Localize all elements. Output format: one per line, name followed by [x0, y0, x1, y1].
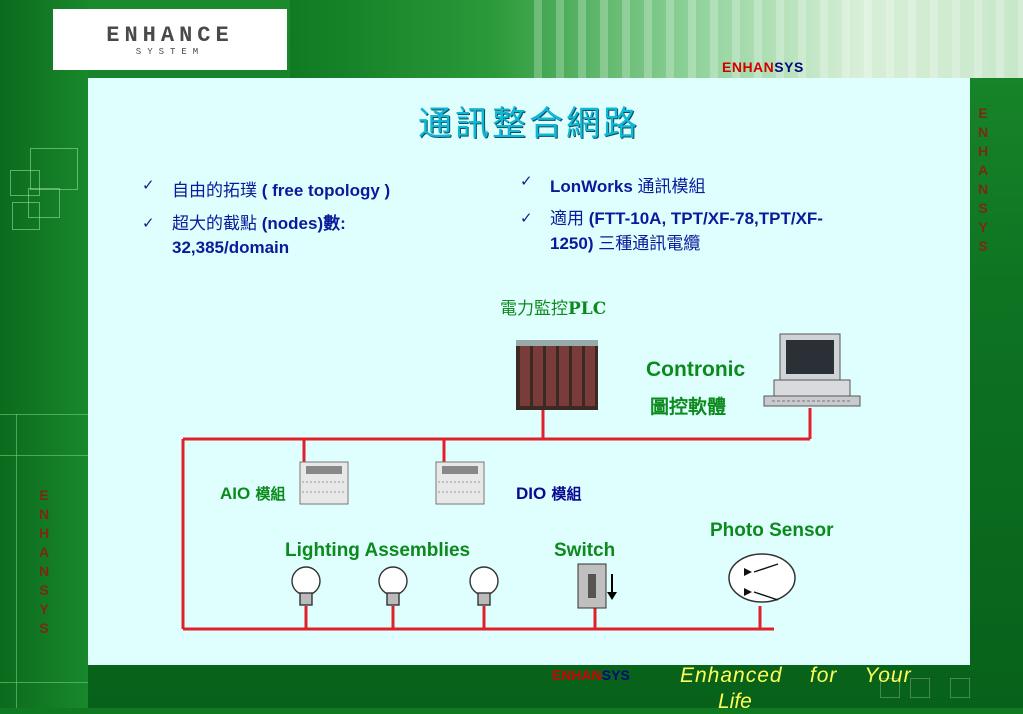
left-bullet-1: ✓ 自由的拓璞 ( free topology ) — [142, 176, 502, 201]
check-icon: ✓ — [142, 215, 155, 232]
letter: N — [977, 124, 989, 140]
footer-brand-part2: SYS — [601, 667, 630, 683]
slide-title: 通訊整合網路 — [418, 104, 640, 144]
plc-label: 電力監控PLC — [500, 294, 606, 319]
right-bullet-2: ✓ 適用 (FTT-10A, TPT/XF-78,TPT/XF- 1250) 三… — [520, 206, 960, 256]
lighting-label: Lighting Assemblies — [285, 540, 471, 561]
letter: N — [38, 506, 50, 522]
bus-lines — [181, 408, 812, 631]
dio-module-icon — [435, 461, 485, 505]
skyline-decor — [520, 0, 1023, 78]
check-icon: ✓ — [142, 177, 155, 194]
footer-decor — [910, 678, 930, 698]
lamps — [291, 566, 499, 606]
letter: N — [977, 181, 989, 197]
vertical-brand-right: E N H A N S Y S — [973, 104, 993, 256]
lightbulb-icon — [469, 566, 499, 606]
decor-square — [10, 170, 40, 196]
aio-label-bold: AIO — [220, 484, 251, 503]
letter: S — [978, 238, 988, 254]
letter: E — [39, 487, 49, 503]
slide-content: 通訊整合網路 ✓ 自由的拓璞 ( free topology ) ✓ 超大的截點… — [88, 78, 970, 665]
lightbulb-icon — [378, 566, 408, 606]
letter: Y — [978, 219, 988, 235]
lightbulb-icon — [291, 566, 321, 606]
bullet-bold: (nodes)數: — [261, 214, 346, 233]
letter: A — [977, 162, 989, 178]
right-bullet-1: ✓ LonWorks 通訊模組 — [520, 172, 950, 197]
decor-square — [30, 148, 78, 190]
panel-line — [0, 455, 88, 456]
contronic-label: Contronic — [646, 358, 746, 381]
aio-module-icon — [299, 461, 349, 505]
letter: A — [38, 544, 50, 560]
plc-label-text: 電力監控 — [500, 299, 568, 319]
photo-sensor-label: Photo Sensor — [710, 520, 834, 541]
logo-main-text: ENHANCE — [106, 23, 234, 48]
aio-label: AIO 模組 — [220, 483, 285, 504]
network-diagram — [181, 333, 861, 631]
letter: H — [977, 143, 989, 159]
left-bullet-2: ✓ 超大的截點 (nodes)數: 32,385/domain — [142, 212, 502, 260]
bullet-bold: LonWorks — [550, 177, 633, 196]
letter: E — [978, 105, 988, 121]
footer-brand-part1: ENHAN — [552, 667, 602, 683]
plc-label-bold: PLC — [568, 299, 607, 319]
letter: H — [38, 525, 50, 541]
plc-icon — [516, 340, 598, 410]
panel-line — [0, 682, 88, 683]
footer-decor — [880, 678, 900, 698]
bullet-line2-text: 三種通訊電纜 — [593, 234, 701, 253]
computer-icon — [763, 333, 861, 407]
photo-sensor-icon — [728, 553, 796, 603]
footer-decor — [950, 678, 970, 698]
check-icon: ✓ — [520, 173, 533, 190]
panel-vline — [16, 414, 17, 708]
dio-label-bold: DIO — [516, 484, 547, 503]
company-logo: ENHANCE SYSTEM — [53, 9, 287, 70]
footer-brand: ENHANSYS — [552, 667, 630, 683]
brand-part1: ENHAN — [722, 59, 775, 75]
header-strip — [290, 0, 1023, 78]
dio-label-text: 模組 — [546, 485, 582, 503]
letter: S — [978, 200, 988, 216]
vertical-brand-left: E N H A N S Y S — [34, 486, 54, 638]
decor-square — [12, 202, 40, 230]
bullet-line2: 32,385/domain — [172, 238, 290, 257]
brand-top: ENHANSYS — [722, 59, 804, 75]
aio-label-text: 模組 — [250, 485, 286, 503]
bullet-text: 超大的截點 — [172, 214, 262, 233]
left-panel — [0, 0, 88, 708]
bullet-bold: ( free topology ) — [261, 181, 391, 200]
letter: S — [39, 620, 49, 636]
switch-icon — [577, 563, 617, 609]
footer-tagline-line2: Life — [718, 690, 752, 713]
bullet-text: 適用 — [550, 209, 589, 228]
footer-tagline: Enhanced for Your — [680, 664, 912, 687]
check-icon: ✓ — [520, 210, 533, 227]
switch-label: Switch — [554, 540, 616, 561]
bullet-text: 通訊模組 — [632, 177, 706, 196]
bullet-line2-bold: 1250) — [550, 234, 594, 253]
dio-label: DIO 模組 — [516, 483, 581, 504]
brand-part2: SYS — [774, 59, 804, 75]
decor-square — [28, 188, 60, 218]
panel-line — [0, 414, 88, 415]
logo-sub-text: SYSTEM — [135, 47, 205, 57]
contronic-sub-label: 圖控軟體 — [650, 396, 727, 418]
bullet-text: 自由的拓璞 — [172, 181, 262, 200]
letter: N — [38, 563, 50, 579]
letter: S — [39, 582, 49, 598]
letter: Y — [39, 601, 49, 617]
bullet-bold: (FTT-10A, TPT/XF-78,TPT/XF- — [588, 209, 823, 228]
